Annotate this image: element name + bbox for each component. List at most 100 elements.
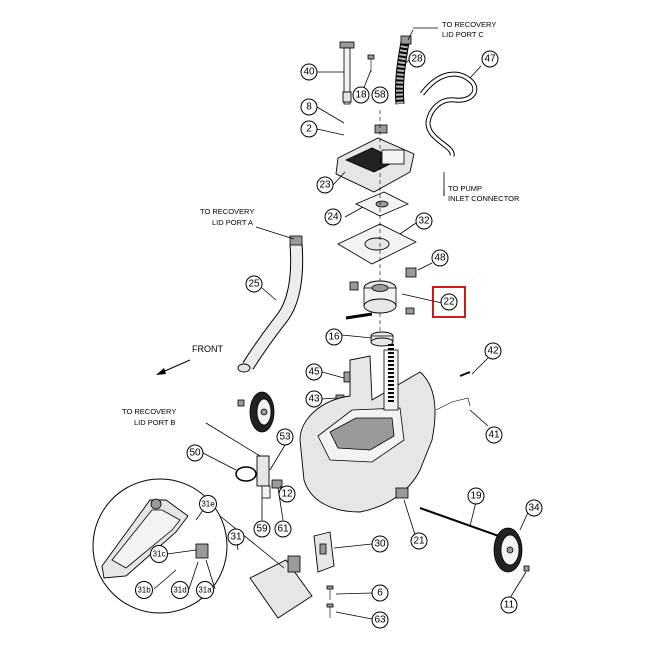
part-25-hose	[237, 235, 304, 373]
callout-11: 11	[500, 596, 518, 614]
svg-text:43: 43	[308, 394, 320, 405]
part-18-screw	[367, 54, 375, 72]
callout-32: 32	[415, 212, 433, 230]
svg-text:41: 41	[488, 430, 500, 441]
callout-31: 31	[227, 528, 245, 546]
callout-30: 30	[371, 535, 389, 553]
part-63-screw	[326, 603, 334, 618]
callout-2: 2	[300, 120, 318, 138]
part-19-axle	[419, 507, 511, 541]
front-arrow	[156, 359, 191, 375]
callout-23: 23	[316, 176, 334, 194]
callout-50: 50	[186, 444, 204, 462]
callout-31e: 31e	[199, 495, 217, 513]
part-16-ring	[370, 331, 394, 347]
svg-text:2: 2	[306, 124, 312, 135]
svg-text:31c: 31c	[153, 550, 166, 559]
part-32-plate	[337, 223, 417, 265]
svg-text:23: 23	[319, 180, 331, 191]
svg-text:11: 11	[504, 600, 515, 611]
callout-25: 25	[245, 275, 263, 293]
callout-43: 43	[305, 390, 323, 408]
callout-31d: 31d	[171, 581, 189, 599]
part-24-gasket	[355, 191, 409, 217]
part-41-bracket	[435, 397, 471, 411]
right-wheel	[493, 527, 530, 573]
callout-6: 6	[371, 584, 389, 602]
left-wheel	[237, 391, 275, 433]
callout-16: 16	[325, 328, 343, 346]
callout-40: 40	[300, 63, 318, 81]
part-50-ring	[235, 466, 257, 482]
svg-text:16: 16	[328, 332, 340, 343]
svg-text:12: 12	[281, 489, 293, 500]
svg-text:42: 42	[487, 346, 499, 357]
part-48-block	[405, 267, 417, 278]
svg-text:28: 28	[411, 54, 423, 65]
callout-12: 12	[278, 485, 296, 503]
svg-text:63: 63	[374, 615, 386, 626]
callout-42: 42	[484, 342, 502, 360]
callout-53: 53	[276, 428, 294, 446]
svg-text:47: 47	[484, 54, 496, 65]
svg-text:34: 34	[528, 503, 540, 514]
callout-47: 47	[481, 50, 499, 68]
callout-18: 18	[352, 86, 370, 104]
callout-31b: 31b	[135, 581, 153, 599]
note-recovery-lid-port-a: TO RECOVERY LID PORT A	[200, 207, 254, 227]
callout-34: 34	[525, 499, 543, 517]
svg-text:6: 6	[377, 588, 383, 599]
svg-text:24: 24	[327, 212, 339, 223]
callout-8: 8	[300, 98, 318, 116]
svg-text:31a: 31a	[198, 586, 212, 595]
svg-text:18: 18	[355, 90, 367, 101]
part-23-housing	[335, 137, 415, 193]
svg-text:30: 30	[374, 539, 386, 550]
callout-61: 61	[274, 520, 292, 538]
callout-31c: 31c	[150, 545, 168, 563]
note-line: TO RECOVERY	[200, 207, 254, 216]
svg-text:48: 48	[434, 253, 446, 264]
svg-text:59: 59	[256, 524, 268, 535]
svg-text:58: 58	[374, 90, 386, 101]
part-47-tube	[420, 71, 478, 157]
callout-48: 48	[431, 249, 449, 267]
part-61-bracket	[271, 479, 283, 489]
part-21-tank-body	[299, 344, 436, 513]
part-31-squeegee	[249, 555, 313, 619]
svg-text:50: 50	[189, 448, 201, 459]
part-28-hose	[395, 35, 412, 105]
svg-text:31b: 31b	[137, 586, 151, 595]
callout-45: 45	[305, 363, 323, 381]
svg-text:61: 61	[277, 524, 289, 535]
svg-text:25: 25	[248, 279, 260, 290]
note-line: TO RECOVERY	[122, 407, 176, 416]
part-30-bracket	[313, 531, 335, 573]
callout-28: 28	[408, 50, 426, 68]
svg-text:22: 22	[443, 297, 455, 308]
note-line: LID PORT A	[212, 218, 253, 227]
part-42-pin	[459, 371, 471, 377]
svg-text:32: 32	[418, 216, 430, 227]
part-22-motor	[345, 280, 415, 320]
svg-text:31: 31	[230, 532, 242, 543]
svg-text:19: 19	[470, 491, 482, 502]
callout-21: 21	[410, 532, 428, 550]
callout-58: 58	[371, 86, 389, 104]
note-line: LID PORT B	[134, 418, 175, 427]
callout-19: 19	[467, 487, 485, 505]
callout-59: 59	[253, 520, 271, 538]
note-recovery-lid-port-b: TO RECOVERY LID PORT B	[122, 407, 176, 427]
callout-22-highlighted: 22	[432, 286, 466, 318]
note-line: TO RECOVERY	[442, 20, 496, 29]
note-line: INLET CONNECTOR	[448, 194, 520, 203]
svg-text:8: 8	[306, 102, 312, 113]
svg-text:45: 45	[308, 367, 320, 378]
part-58-clip	[374, 124, 388, 134]
svg-text:40: 40	[303, 67, 315, 78]
front-label: FRONT	[192, 344, 223, 354]
callout-24: 24	[324, 208, 342, 226]
callout-31a: 31a	[196, 581, 214, 599]
svg-text:21: 21	[413, 536, 425, 547]
